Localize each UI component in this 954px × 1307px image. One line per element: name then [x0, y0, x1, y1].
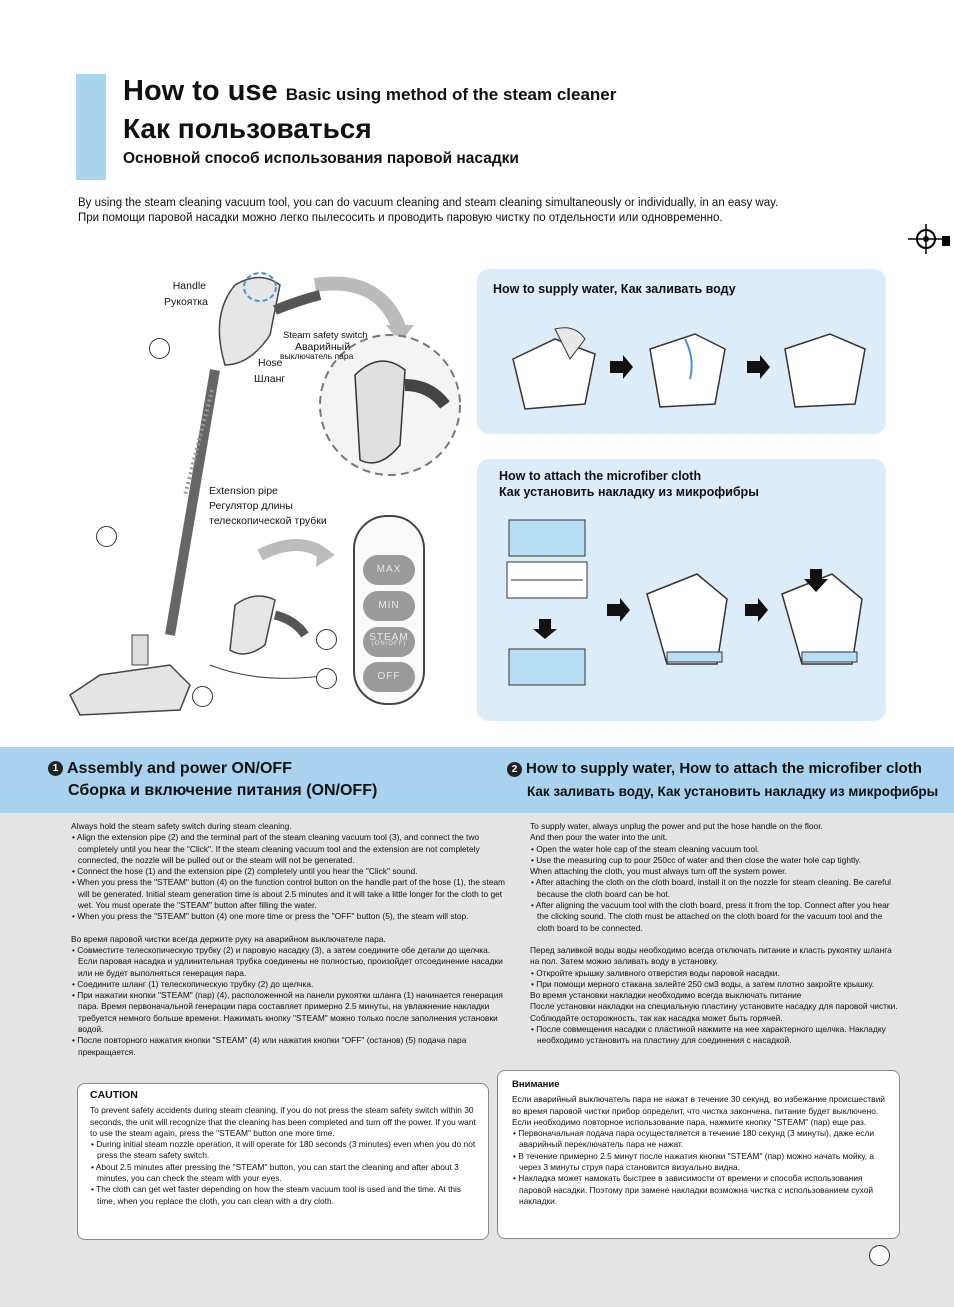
water-supply-panel: How to supply water, Как заливать воду: [477, 269, 886, 434]
page-title: How to use Basic using method of the ste…: [123, 74, 616, 112]
min-button[interactable]: MIN: [363, 591, 415, 621]
steam-button[interactable]: STEAM (ON/OFF): [363, 627, 415, 657]
section1-body: Always hold the steam safety switch duri…: [71, 821, 505, 1057]
pipe-label-ru2: телескопической трубки: [209, 515, 327, 527]
callout-circle: [96, 526, 117, 547]
vacuum-assembly-illustration: [69, 272, 461, 716]
subtitle-en: Basic using method of the steam cleaner: [285, 85, 617, 104]
section1-number: 1: [48, 761, 63, 777]
switch-label-ru: Аварийный: [295, 341, 351, 353]
handle-label: Handle: [172, 280, 206, 292]
page-number-circle: [869, 1245, 890, 1266]
caution-title: CAUTION: [90, 1089, 138, 1101]
switch-label-ru2: выключатель пара: [280, 351, 354, 361]
cloth-attach-panel: How to attach the microfiber cloth Как у…: [477, 459, 886, 721]
callout-circle: [149, 338, 170, 359]
title-ru: Как пользоваться: [123, 113, 372, 144]
section2-body: To supply water, always unplug the power…: [530, 821, 898, 1046]
caution-box-ru: Внимание Если аварийный выключатель пара…: [497, 1070, 900, 1239]
hose-label: Hose: [258, 357, 283, 369]
handle-label-ru: Рукоятка: [164, 296, 208, 308]
off-button[interactable]: OFF: [363, 662, 415, 692]
water-panel-title: How to supply water, Как заливать воду: [493, 282, 736, 296]
section1-heading-ru: Сборка и включение питания (ON/OFF): [68, 782, 378, 799]
intro-ru: При помощи паровой насадки можно легко п…: [78, 211, 723, 224]
intro-text: By using the steam cleaning vacuum tool,…: [78, 196, 868, 225]
title-accent-bar: [76, 74, 106, 180]
subtitle-ru: Основной способ использования паровой на…: [123, 150, 519, 167]
intro-en: By using the steam cleaning vacuum tool,…: [78, 197, 779, 209]
callout-circle: [192, 686, 213, 707]
cloth-panel-title: How to attach the microfiber cloth: [499, 469, 702, 483]
cloth-panel-title-ru: Как установить накладку из микрофибры: [499, 485, 759, 499]
pipe-label-ru1: Регулятор длины: [209, 500, 293, 512]
section2-number: 2: [507, 761, 522, 777]
pipe-label: Extension pipe: [209, 485, 278, 497]
caution-box-en: CAUTION To prevent safety accidents duri…: [77, 1083, 489, 1240]
section2-heading-ru: Как заливать воду, Как установить наклад…: [527, 784, 939, 799]
callout-circle: [316, 668, 337, 689]
title-en: How to use: [123, 75, 278, 107]
caution-title-ru: Внимание: [512, 1079, 560, 1090]
callout-circle: [316, 629, 337, 650]
water-supply-illustration: [512, 327, 866, 410]
crosshair-icon: [908, 224, 950, 254]
switch-label: Steam safety switch: [283, 330, 368, 341]
function-control-panel: MAX MIN STEAM (ON/OFF) OFF: [353, 515, 425, 705]
hose-label-ru: Шланг: [254, 373, 286, 385]
section-header-band: [0, 747, 954, 813]
max-button[interactable]: MAX: [363, 555, 415, 585]
cloth-attach-illustration: [506, 519, 863, 686]
